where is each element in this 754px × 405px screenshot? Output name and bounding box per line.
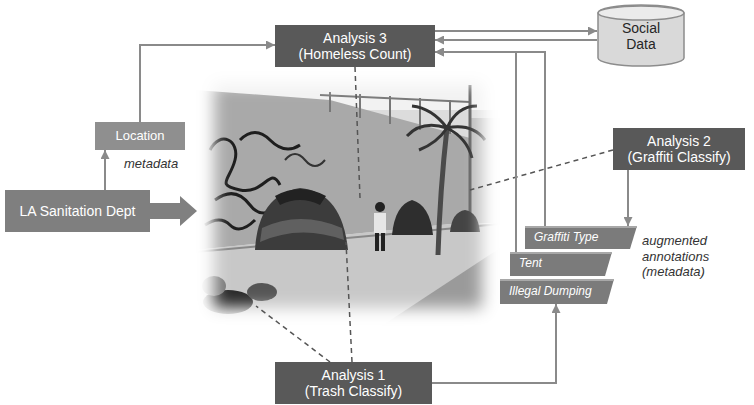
street-photo xyxy=(419,98,421,130)
street-photo xyxy=(195,222,500,327)
tab-highlight xyxy=(510,252,612,254)
node-text: Social Data xyxy=(622,20,660,52)
street-photo xyxy=(285,154,325,166)
street-photo xyxy=(450,210,480,232)
metadata-note: metadata xyxy=(124,156,178,172)
street-photo xyxy=(195,90,470,250)
street-photo xyxy=(195,65,500,327)
dashed-leader xyxy=(470,150,613,190)
input-arrow xyxy=(150,196,197,226)
metadata-box: Location xyxy=(95,122,185,150)
dashed-leader xyxy=(256,67,613,362)
node-text: Graffiti Type xyxy=(534,231,598,245)
street-photo xyxy=(381,233,385,251)
street-photo xyxy=(255,188,348,250)
street-photo xyxy=(380,248,500,327)
street-photo xyxy=(375,202,385,212)
node-text: Illegal Dumping xyxy=(509,285,592,299)
tab-shape xyxy=(500,279,614,304)
node-text: LA Sanitation Dept xyxy=(20,203,136,219)
cylinder-body xyxy=(598,5,684,66)
street-photo xyxy=(320,95,470,102)
annotation-tab: Graffiti Type xyxy=(525,226,637,249)
street-photo xyxy=(195,65,500,327)
analysis-box: Analysis 3 (Homeless Count) xyxy=(275,25,435,67)
analysis-box: Analysis 2 (Graffiti Classify) xyxy=(613,128,745,170)
tab-shape xyxy=(525,226,637,249)
analysis-box: Analysis 1 (Trash Classify) xyxy=(275,362,432,404)
annotation-tab: Illegal Dumping xyxy=(500,279,614,304)
flow-arrow xyxy=(140,45,275,122)
street-photo xyxy=(375,233,379,251)
node-text: Analysis 3 (Homeless Count) xyxy=(299,30,412,62)
source-box: LA Sanitation Dept xyxy=(5,190,150,232)
street-photo xyxy=(389,96,391,124)
node-text: Analysis 1 (Trash Classify) xyxy=(305,367,403,399)
street-photo xyxy=(374,213,386,233)
street-photo xyxy=(202,276,226,296)
annotation-note: augmented annotations (metadata) xyxy=(642,233,727,280)
street-photo xyxy=(438,128,447,255)
flow-arrow xyxy=(435,30,597,32)
dashed-leader xyxy=(256,306,330,362)
cylinder-top xyxy=(598,6,684,20)
dashed-leader xyxy=(355,67,360,198)
street-photo xyxy=(392,200,433,235)
street-photo xyxy=(407,106,485,158)
database-cylinder: Social Data xyxy=(597,5,685,67)
flow-arrow xyxy=(435,39,597,41)
flow-arrow xyxy=(435,52,545,226)
flow-arrow xyxy=(432,304,556,383)
annotation-tab: Tent xyxy=(510,252,612,276)
node-text: Tent xyxy=(519,257,542,271)
street-photo xyxy=(247,283,277,301)
node-text: Location xyxy=(115,129,164,144)
street-photo xyxy=(470,118,500,223)
tab-highlight xyxy=(500,279,614,281)
dashed-leader xyxy=(346,242,352,362)
flow-arrow xyxy=(435,52,516,252)
flow-arrow xyxy=(104,150,106,190)
street-photo xyxy=(275,189,326,205)
tab-highlight xyxy=(525,226,637,228)
flow-arrow xyxy=(627,170,629,226)
tab-shape xyxy=(510,252,612,276)
street-photo xyxy=(260,219,344,242)
node-text: Analysis 2 (Graffiti Classify) xyxy=(627,133,730,165)
